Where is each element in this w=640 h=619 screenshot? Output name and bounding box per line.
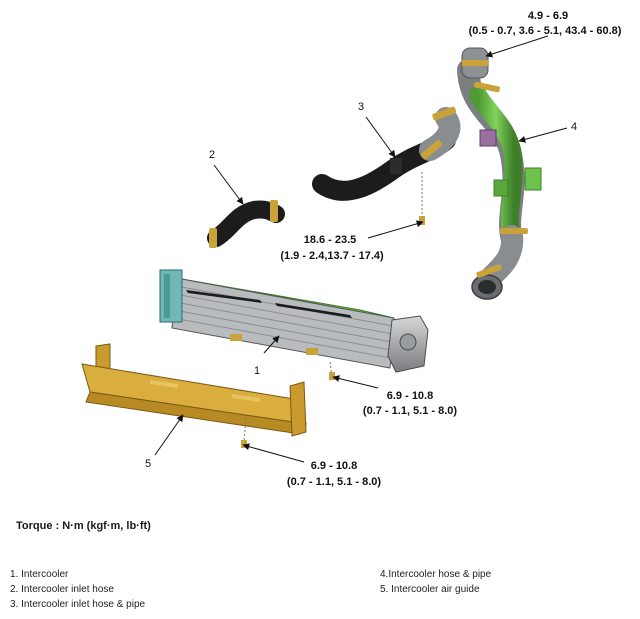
exploded-diagram: 1 2 3 4 5 4.9 - 6.9 (0.5 - 0.7, 3.6 - 5.… xyxy=(81,10,622,488)
hose-bolt xyxy=(419,216,425,225)
intercooler xyxy=(159,269,429,380)
intercooler-hose-and-pipe xyxy=(457,47,542,300)
torque-bracket-value: 6.9 - 10.8 xyxy=(387,390,433,402)
legend-item-inlet-hose: 2. Intercooler inlet hose xyxy=(10,584,114,595)
callout-3: 3 xyxy=(358,101,364,113)
legend-item-air-guide: 5. Intercooler air guide xyxy=(380,584,480,595)
intercooler-air-guide xyxy=(81,343,307,448)
callout-5: 5 xyxy=(145,458,151,470)
legend-item-intercooler: 1. Intercooler xyxy=(10,569,69,580)
callout-2: 2 xyxy=(209,149,215,161)
torque-top-value: 4.9 - 6.9 xyxy=(528,10,568,22)
torque-bracket-alt: (0.7 - 1.1, 5.1 - 8.0) xyxy=(363,405,457,417)
air-guide-bolt xyxy=(241,440,247,448)
torque-guide-value: 6.9 - 10.8 xyxy=(311,460,357,472)
callout-1: 1 xyxy=(254,365,260,377)
legend-item-hose-pipe: 4.Intercooler hose & pipe xyxy=(380,569,492,580)
legend-right: 4.Intercooler hose & pipe 5. Intercooler… xyxy=(380,567,491,597)
torque-hose-value: 18.6 - 23.5 xyxy=(304,234,357,246)
torque-guide-alt: (0.7 - 1.1, 5.1 - 8.0) xyxy=(287,476,381,488)
legend-item-inlet-hose-pipe: 3. Intercooler inlet hose & pipe xyxy=(10,599,146,610)
intercooler-bolt xyxy=(329,372,335,380)
torque-top-alt: (0.5 - 0.7, 3.6 - 5.1, 43.4 - 60.8) xyxy=(469,25,622,37)
pipe-bracket-plate xyxy=(479,129,497,147)
intercooler-inlet-hose-and-pipe xyxy=(312,106,461,225)
callout-4: 4 xyxy=(571,121,577,133)
intercooler-inlet-hose xyxy=(207,200,285,248)
legend-left: 1. Intercooler 2. Intercooler inlet hose… xyxy=(10,567,145,612)
torque-hose-alt: (1.9 - 2.4,13.7 - 17.4) xyxy=(280,250,384,262)
torque-unit-title: Torque : N·m (kgf·m, lb·ft) xyxy=(16,520,151,532)
leader-lines xyxy=(154,35,568,463)
